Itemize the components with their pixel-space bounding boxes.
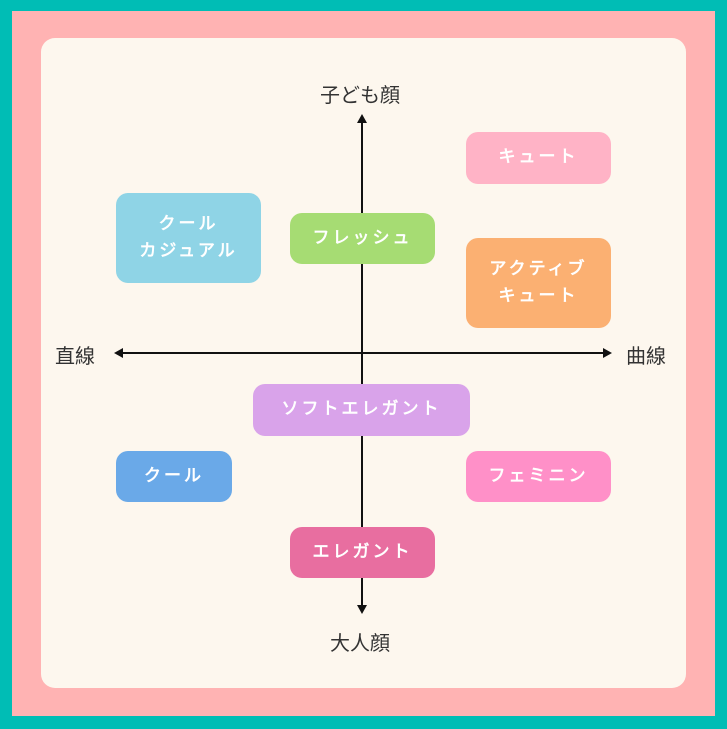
arrow-up-icon <box>357 114 367 123</box>
category-cool-casual: クール カジュアル <box>116 193 261 283</box>
category-label: エレガント <box>312 541 413 562</box>
category-feminine: フェミニン <box>466 451 611 502</box>
arrow-down-icon <box>357 605 367 614</box>
arrow-left-icon <box>114 348 123 358</box>
category-soft-elegant: ソフトエレガント <box>253 384 470 436</box>
category-active-cute: アクティブ キュート <box>466 238 611 328</box>
axis-label-top: 子ども顔 <box>320 83 400 107</box>
axis-label-right: 曲線 <box>626 344 666 368</box>
category-label: キュート <box>498 286 579 306</box>
category-cool: クール <box>116 451 232 502</box>
axis-label-left: 直線 <box>55 344 95 368</box>
category-label: アクティブ <box>489 258 588 279</box>
category-label: クール <box>158 213 219 234</box>
category-label: カジュアル <box>139 241 238 261</box>
category-label: クール <box>144 465 204 486</box>
arrow-right-icon <box>603 348 612 358</box>
category-label: ソフトエレガント <box>281 399 442 420</box>
category-label: フェミニン <box>488 465 589 486</box>
category-elegant: エレガント <box>290 527 435 578</box>
category-label: キュート <box>498 147 579 168</box>
axis-label-bottom: 大人顔 <box>330 631 390 655</box>
category-cute: キュート <box>466 132 611 184</box>
category-fresh: フレッシュ <box>290 213 435 264</box>
category-label: フレッシュ <box>312 227 413 248</box>
